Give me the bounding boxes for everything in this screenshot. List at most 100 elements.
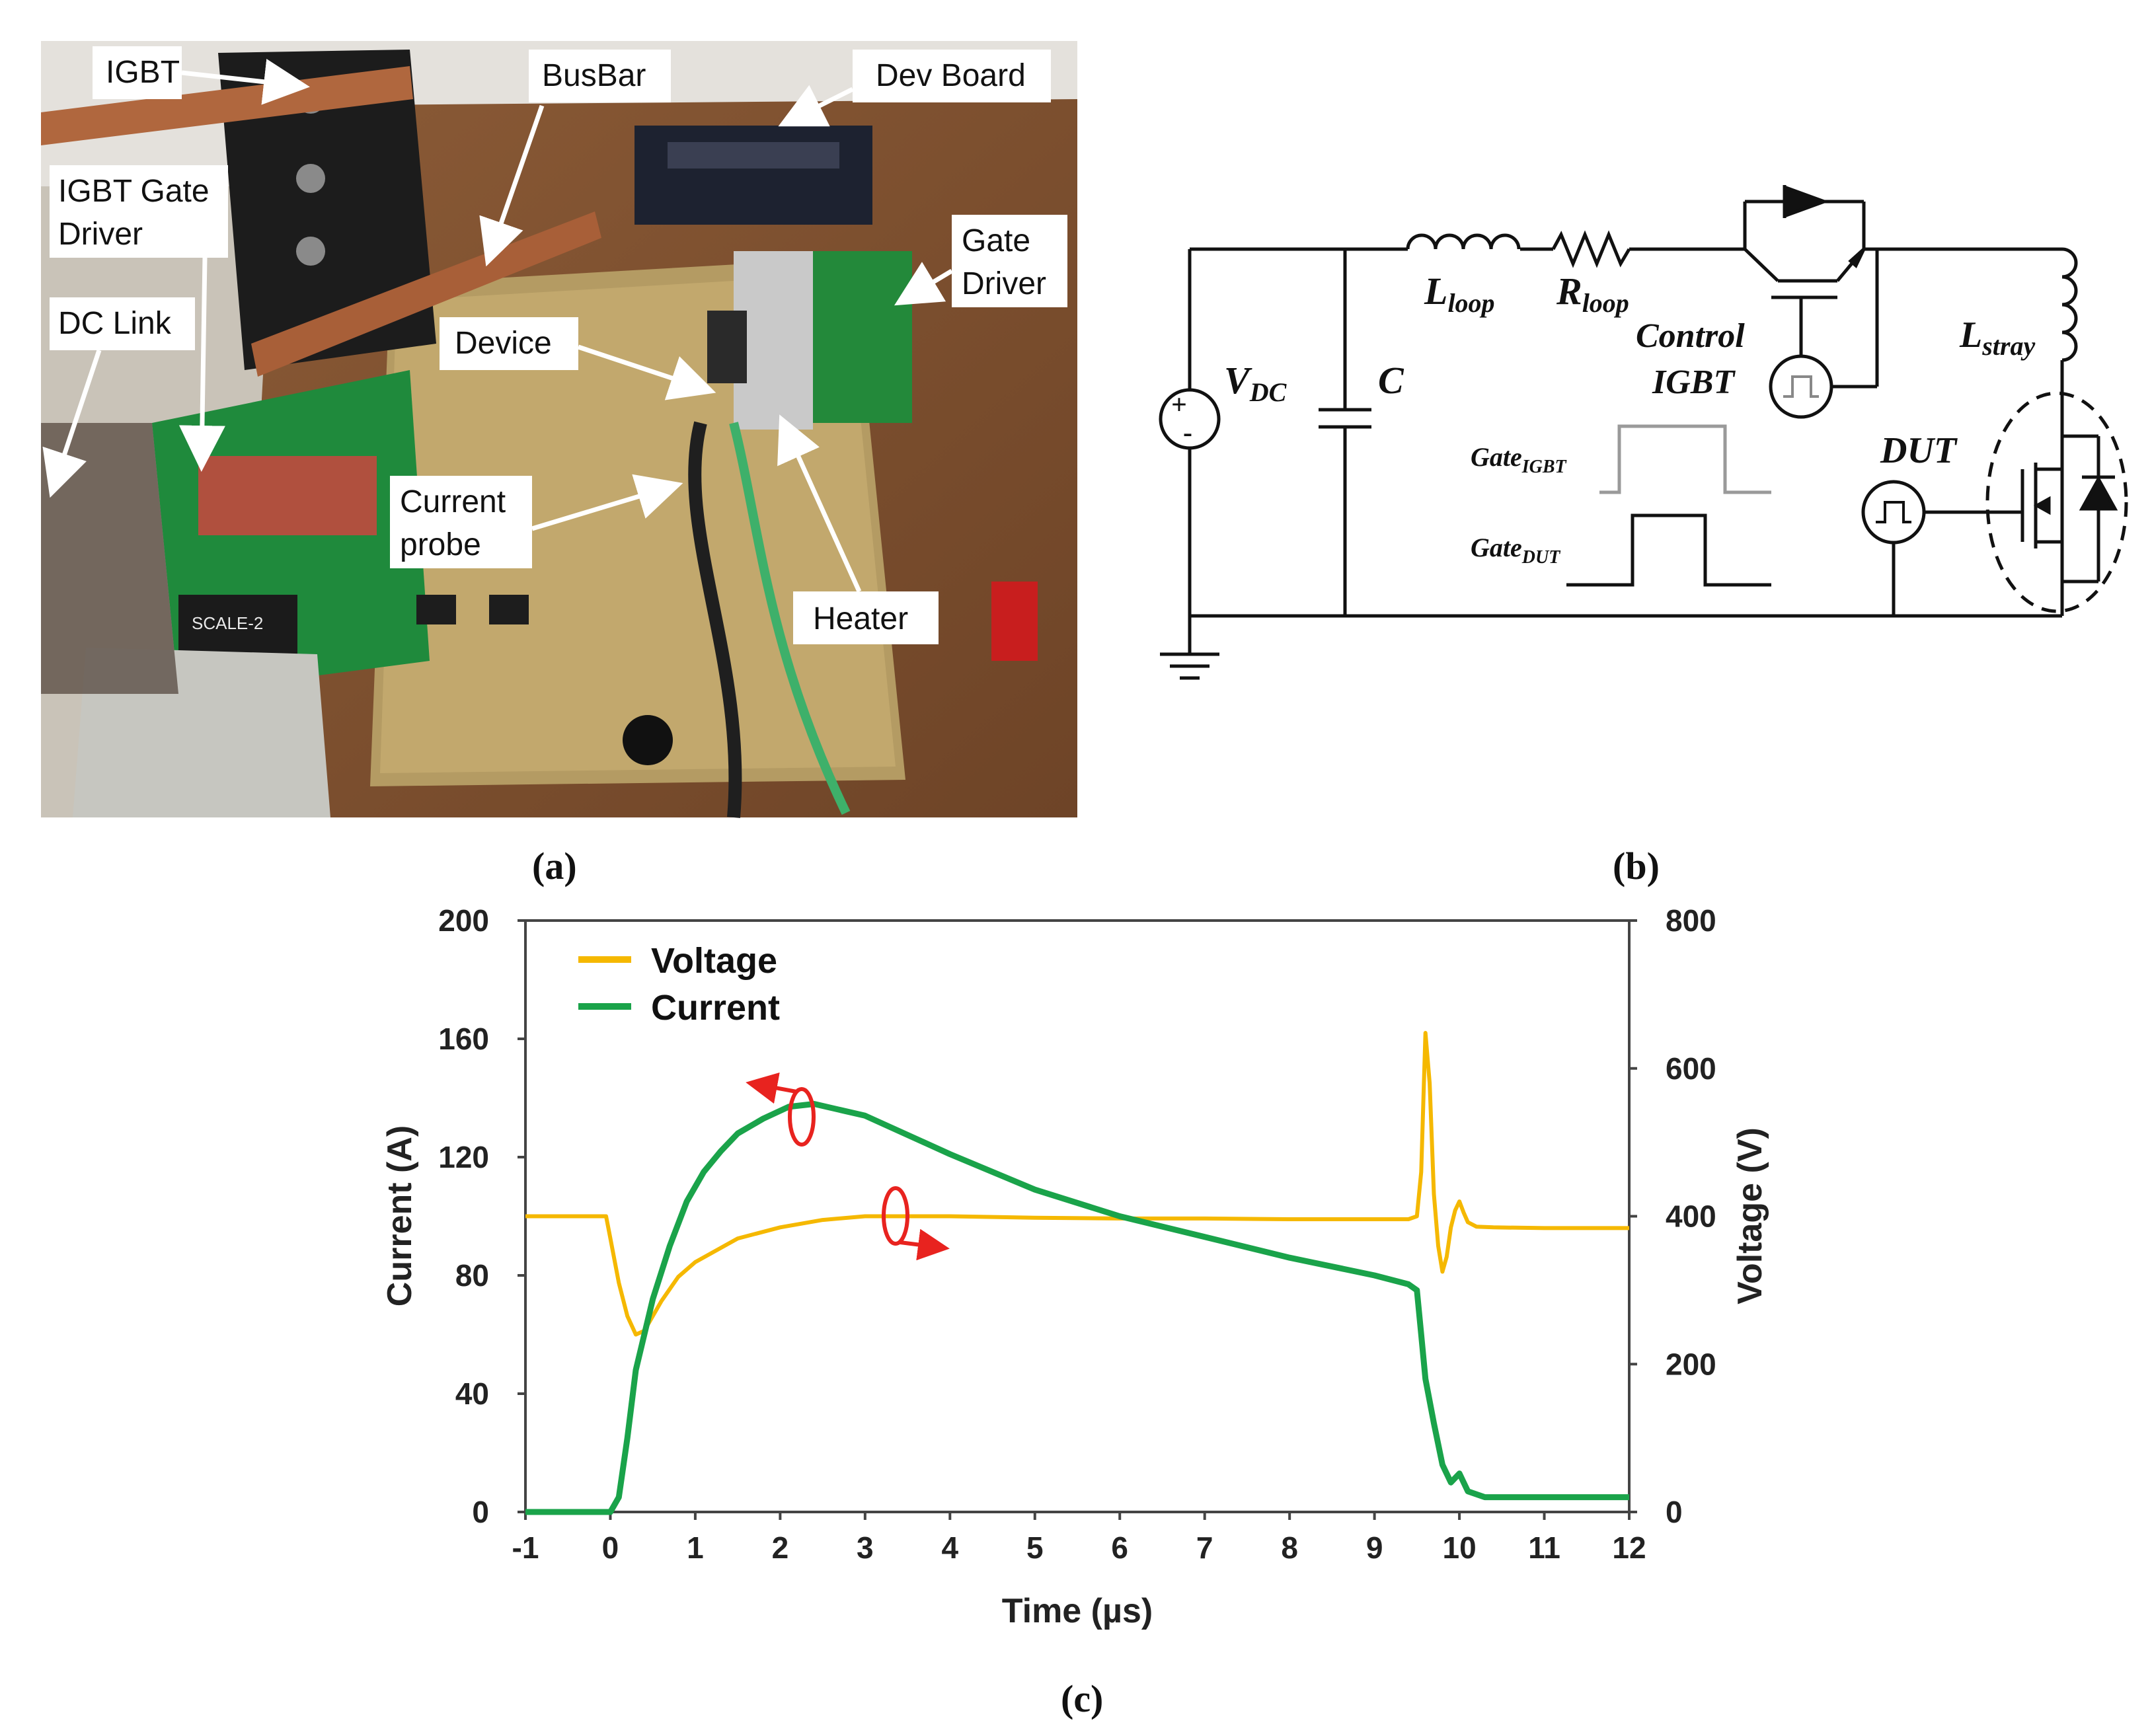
capacitor-label: C [1378, 359, 1404, 402]
gate-dut-waveform [1566, 513, 1771, 587]
legend-current-label: Current [651, 988, 780, 1028]
legend-voltage-label: Voltage [651, 941, 777, 981]
right-y-tick-label: 600 [1666, 1051, 1716, 1086]
thermocouple-cable [729, 422, 851, 815]
svg-text:DC Link: DC Link [58, 306, 172, 341]
svg-text:IGBT Gate: IGBT Gate [58, 174, 210, 209]
scale2-label: SCALE-2 [192, 613, 263, 633]
igbt-module [218, 50, 436, 370]
x-tick-label: 6 [1111, 1530, 1128, 1565]
freewheel-diode-symbol [1786, 186, 1829, 217]
series-layer [525, 1031, 1629, 1515]
dut-dashed-outline [1985, 391, 2128, 613]
svg-text:Device: Device [455, 326, 552, 361]
label-igbt: IGBT [93, 46, 310, 105]
left-y-axis-ticks: 0 40 80 120 160 200 [438, 903, 525, 1529]
caption-c: (c) [1061, 1677, 1103, 1720]
lloop-inductor [1406, 233, 1521, 250]
left-y-tick-label: 120 [438, 1140, 489, 1174]
left-y-tick-label: 160 [438, 1022, 489, 1056]
voltage-axis-arrow [900, 1228, 950, 1261]
caption-b: (b) [1613, 845, 1660, 887]
x-tick-label: 7 [1196, 1530, 1213, 1565]
x-tick-label: 12 [1612, 1530, 1646, 1565]
x-tick-label: 4 [942, 1530, 959, 1565]
label-device: Device [440, 317, 716, 400]
control-igbt-label-line2: IGBT [1652, 363, 1736, 401]
svg-text:probe: probe [400, 527, 481, 562]
x-tick-label: 8 [1281, 1530, 1298, 1565]
svg-text:Current: Current [400, 484, 506, 519]
legend: Voltage Current [578, 941, 780, 1028]
x-tick-label: 3 [857, 1530, 874, 1565]
caption-a: (a) [532, 845, 577, 887]
lstray-label: Lstray [1959, 315, 2035, 361]
right-y-tick-label: 800 [1666, 903, 1716, 938]
label-busbar: BusBar [479, 50, 671, 267]
circuit-labels: + - VDC C Lloop Rloop Control IGBT Lstra… [1171, 270, 2035, 568]
label-current-probe: Current probe [390, 474, 683, 568]
left-y-tick-label: 200 [438, 903, 489, 938]
gate-igbt-label: GateIGBT [1471, 442, 1568, 477]
control-igbt-label-line1: Control [1636, 317, 1745, 355]
device-under-test [707, 311, 747, 383]
label-dc-link: DC Link [42, 297, 195, 498]
svg-text:Heater: Heater [813, 601, 908, 636]
label-gate-driver: Gate Driver [894, 215, 1067, 307]
svg-text:Gate: Gate [962, 223, 1030, 258]
label-igbt-gate-driver: IGBT Gate Driver [50, 165, 228, 472]
svg-text:BusBar: BusBar [542, 58, 646, 93]
current-axis-arrow [746, 1072, 797, 1104]
label-dev-board: Dev Board [778, 50, 1051, 127]
dev-board [634, 126, 872, 225]
x-tick-label: 1 [687, 1530, 704, 1565]
dut-label: DUT [1880, 430, 1958, 471]
x-tick-label: 9 [1366, 1530, 1383, 1565]
scale2-module [178, 595, 297, 654]
lloop-label: Lloop [1424, 270, 1495, 318]
rloop-resistor [1551, 230, 1631, 268]
lstray-inductor [2061, 247, 2078, 362]
current-series-line [525, 1101, 1629, 1515]
axis-reference-annotations [746, 1072, 950, 1261]
gate-dut-label: GateDUT [1471, 533, 1561, 568]
x-tick-label: 11 [1528, 1530, 1560, 1565]
x-tick-label: 2 [772, 1530, 789, 1565]
circuit-schematic [1159, 185, 2128, 680]
vdc-plus: + [1171, 390, 1187, 420]
voltage-series-line [525, 1031, 1629, 1337]
current-probe-cable [688, 421, 742, 818]
right-y-axis-title: Voltage (V) [1731, 1127, 1769, 1304]
igbt-gate-source-symbol [1769, 354, 1833, 419]
vdc-source-symbol [1159, 388, 1221, 450]
right-y-tick-label: 0 [1666, 1495, 1683, 1529]
right-y-tick-label: 200 [1666, 1347, 1716, 1381]
left-y-tick-label: 0 [472, 1495, 489, 1529]
photo-panel: SCALE-2 IGBT BusBar Dev Board IGBT G [41, 41, 1077, 818]
svg-text:Driver: Driver [962, 266, 1046, 301]
vdc-minus: - [1183, 418, 1192, 448]
voltage-axis-marker [882, 1186, 909, 1246]
right-y-tick-label: 400 [1666, 1199, 1716, 1234]
svg-text:IGBT: IGBT [106, 55, 180, 90]
svg-text:Driver: Driver [58, 217, 143, 252]
current-axis-marker [788, 1087, 816, 1147]
x-tick-label: 5 [1026, 1530, 1044, 1565]
x-tick-label: 10 [1442, 1530, 1476, 1565]
svg-text:Dev Board: Dev Board [876, 58, 1026, 93]
left-y-tick-label: 80 [455, 1258, 489, 1293]
gate-igbt-waveform [1599, 424, 1771, 494]
label-heater: Heater [777, 414, 939, 644]
vdc-label: VDC [1224, 359, 1287, 407]
control-igbt-symbol [1744, 248, 1779, 282]
left-y-tick-label: 40 [455, 1377, 489, 1411]
busbar-top [41, 66, 413, 145]
x-axis-title: Time (µs) [1002, 1592, 1153, 1630]
rloop-label: Rloop [1556, 270, 1629, 318]
x-tick-label: -1 [512, 1530, 539, 1565]
x-tick-label: 0 [602, 1530, 619, 1565]
left-y-axis-title: Current (A) [381, 1125, 419, 1306]
right-y-axis-ticks: 0 200 400 600 800 [1629, 903, 1716, 1529]
